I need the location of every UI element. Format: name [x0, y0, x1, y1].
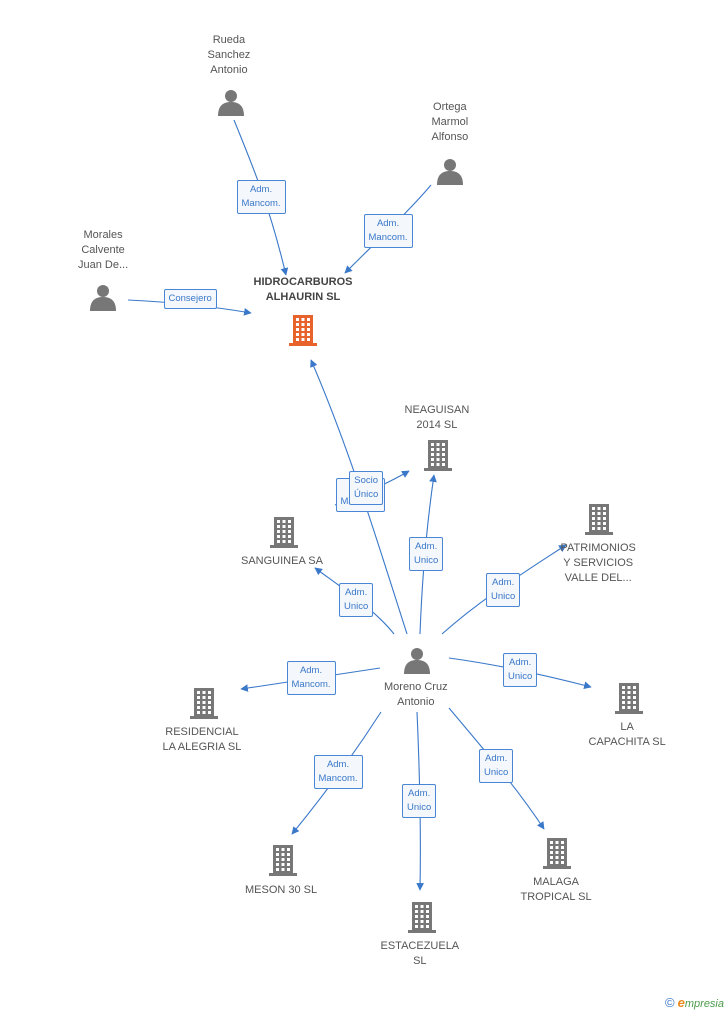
edge-label-line: Adm.	[376, 218, 400, 229]
edge-label[interactable]: Adm. Mancom.	[363, 214, 413, 248]
edge-label[interactable]: Adm. Unico	[402, 784, 437, 818]
edge-label-line: Adm.	[485, 753, 508, 764]
edge-label-line: Unico	[491, 591, 516, 602]
node-label-line: RESIDENCIAL	[165, 726, 239, 738]
node-label-estacezuela[interactable]: ESTACEZUELA SL	[381, 939, 460, 969]
edge-label-line: Mancom.	[368, 232, 408, 243]
brand-name: mpresia	[684, 998, 724, 1010]
node-label-line: MALAGA	[533, 876, 579, 888]
edge-label[interactable]: Adm. Unico	[486, 573, 521, 607]
node-label-line: Antonio	[210, 63, 248, 76]
node-label-sanguinea[interactable]: SANGUINEA SA	[241, 554, 323, 569]
node-label-line: ALHAURIN SL	[265, 291, 341, 303]
edge-label-line: Adm.	[249, 184, 273, 195]
edge-label-line: Adm.	[509, 657, 532, 668]
edge-label-line: Adm.	[408, 788, 431, 799]
edge-label[interactable]: Adm. Mancom.	[236, 180, 286, 214]
node-label-patrimonios[interactable]: PATRIMONIOS Y SERVICIOS VALLE DEL...	[561, 541, 636, 586]
node-label-line: MESON 30 SL	[245, 883, 318, 896]
edge-label[interactable]: Adm. Unico	[503, 653, 538, 687]
node-label-line: SL	[413, 955, 427, 967]
building-icon	[615, 683, 643, 714]
node-label-line: Calvente	[81, 243, 125, 256]
node-label-line: SANGUINEA SA	[241, 554, 323, 567]
edge-label-line: Único	[354, 489, 379, 500]
node-label-hidrocarburos[interactable]: HIDROCARBUROS ALHAURIN SL	[254, 275, 353, 305]
node-label-line: PATRIMONIOS	[560, 541, 636, 554]
edge-label[interactable]: Adm. Unico	[479, 749, 514, 783]
node-label-line: 2014 SL	[416, 419, 458, 431]
edge-label[interactable]: Adm. Unico	[409, 537, 444, 571]
edge-label-line: Mancom.	[318, 773, 358, 784]
edge-label-line: Consejero	[168, 293, 212, 304]
edge-label[interactable]: Adm. Mancom.	[313, 755, 363, 789]
node-label-line: HIDROCARBUROS	[253, 276, 353, 288]
node-label-residencial[interactable]: RESIDENCIAL LA ALEGRIA SL	[163, 725, 242, 755]
person-icon	[90, 285, 116, 311]
copyright-symbol: ©	[665, 995, 675, 1010]
building-icon	[585, 504, 613, 535]
node-label-line: LA	[620, 721, 634, 733]
node-label-line: Juan De...	[78, 258, 129, 271]
node-label-line: CAPACHITA SL	[588, 736, 666, 748]
brand-initial: e	[677, 995, 685, 1010]
building-icon	[543, 838, 571, 869]
edge-label-line: Adm.	[345, 587, 368, 598]
edge-label-line: Unico	[508, 671, 533, 682]
node-label-line: TROPICAL SL	[520, 891, 592, 903]
edge-label-line: Mancom.	[241, 198, 281, 209]
empresia-watermark[interactable]: ©empresia	[665, 995, 724, 1010]
edge-label-line: Unico	[414, 555, 439, 566]
node-label-line: Morales	[83, 228, 123, 241]
node-label-line: NEAGUISAN	[404, 404, 470, 416]
node-label-line: Marmol	[431, 115, 469, 128]
edge-label-line: Unico	[484, 767, 509, 778]
edge-label-line: Adm.	[326, 759, 350, 770]
node-label-line: Sanchez	[207, 48, 251, 61]
building-icon	[289, 315, 317, 346]
node-label-line: Rueda	[212, 33, 246, 46]
node-label-capachita[interactable]: LA CAPACHITA SL	[589, 720, 666, 750]
edge-label-line: Adm.	[299, 665, 323, 676]
building-icon	[190, 688, 218, 719]
icons-layer	[90, 90, 643, 933]
person-icon	[437, 159, 463, 185]
person-icon	[404, 648, 430, 674]
building-icon	[270, 517, 298, 548]
edge-label-line: Unico	[344, 601, 369, 612]
node-label-line: ESTACEZUELA	[380, 940, 460, 952]
edge-label[interactable]: Adm. Mancom.	[286, 661, 336, 695]
edge-label[interactable]: Consejero	[163, 289, 217, 309]
building-icon	[408, 902, 436, 933]
node-label-line: VALLE DEL...	[564, 571, 632, 584]
node-label-line: Ortega	[433, 100, 467, 113]
node-label-line: LA ALEGRIA SL	[162, 741, 242, 753]
person-icon	[218, 90, 244, 116]
node-label-meson[interactable]: MESON 30 SL	[245, 883, 317, 898]
edge-label-line: Adm.	[492, 577, 515, 588]
edge-label[interactable]: Adm. Unico	[339, 583, 374, 617]
node-label-line: Moreno Cruz	[384, 681, 448, 693]
node-label-line: Antonio	[397, 696, 435, 708]
node-label-line: Y SERVICIOS	[563, 556, 634, 569]
building-icon	[269, 845, 297, 876]
node-label-malaga[interactable]: MALAGA TROPICAL SL	[521, 875, 592, 905]
edge-label-line: Mancom.	[291, 679, 331, 690]
edge-label-line: Adm.	[415, 541, 438, 552]
edge-label-line: Unico	[407, 802, 432, 813]
node-label-line: Alfonso	[431, 130, 469, 143]
node-label-neaguisan[interactable]: NEAGUISAN 2014 SL	[405, 403, 470, 433]
edge-label-line: Socio	[354, 475, 379, 486]
building-icon	[424, 440, 452, 471]
